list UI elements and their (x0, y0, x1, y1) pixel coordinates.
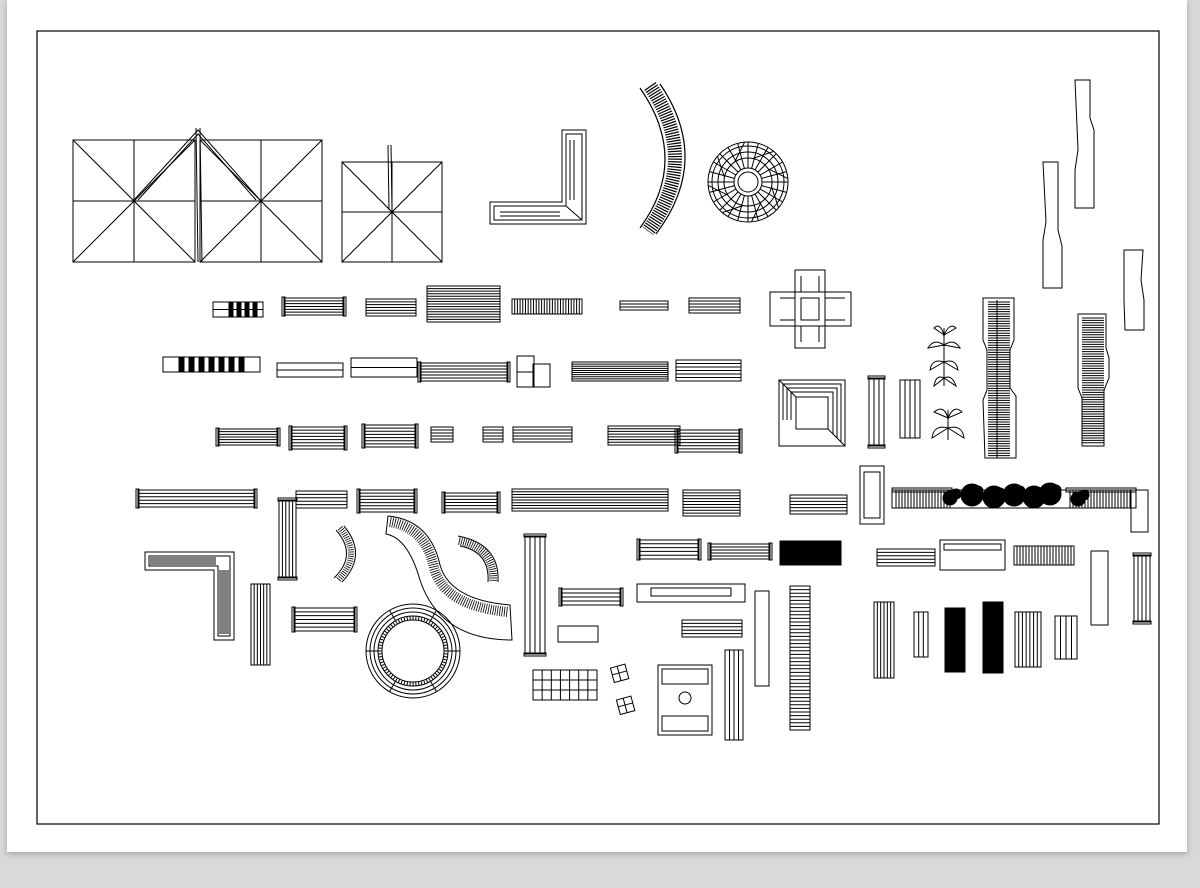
bench-row1-e (511, 298, 583, 315)
bench-row2-d (417, 361, 511, 383)
bench-lower-f (779, 540, 842, 566)
wall-strip-2 (1042, 161, 1063, 289)
bench-row4-h (859, 465, 885, 525)
bench-row2-e (516, 355, 551, 388)
bench-row3-b (288, 425, 348, 451)
bench-lower-v9 (873, 601, 895, 679)
bench-lower-v10 (913, 611, 929, 658)
bench-row2-f (571, 361, 669, 382)
bench-lower-v13 (1014, 611, 1042, 668)
bench-lower-g (636, 583, 746, 603)
bench-row4-e (511, 488, 669, 512)
bench-lower-v11 (944, 607, 966, 673)
bench-row3-c (361, 423, 419, 449)
ring-bench (365, 603, 461, 699)
long-vertical-bench-right (1077, 313, 1110, 447)
umbrella-square (341, 144, 443, 263)
wall-strip-1 (1074, 79, 1095, 209)
bench-row2-b (276, 362, 344, 378)
bench-lower-v4 (754, 590, 770, 687)
bench-row3-h (674, 428, 743, 454)
bench-lower-v8 (1132, 552, 1152, 625)
bench-row3-d (430, 426, 454, 443)
bench-lower-v1 (277, 497, 298, 581)
palm-plant-lower (931, 408, 965, 440)
bench-lower-a (291, 606, 358, 633)
bench-row4-f (682, 489, 741, 517)
bench-row1-f (619, 300, 669, 311)
wall-strip-3 (1123, 249, 1145, 331)
bench-row4-g (789, 494, 848, 515)
bench-lower-b (558, 587, 624, 607)
bench-lower-v6 (724, 649, 744, 741)
bench-row3-f (512, 426, 573, 443)
bench-row1-a (212, 301, 264, 318)
bench-row1-g (688, 297, 741, 314)
bench-lower-j (939, 539, 1006, 571)
bench-lower-v5 (789, 585, 811, 731)
bench-lower-i (876, 548, 936, 567)
umbrella-middle (199, 139, 323, 263)
cross-planter-bench (769, 269, 852, 349)
drawing-frame (36, 30, 1160, 825)
bench-row2-c (350, 357, 418, 378)
curved-bench-small-left (333, 525, 356, 583)
bench-row4-a (135, 488, 258, 509)
bench-row3-a (215, 427, 281, 447)
curved-bench-small-right (457, 535, 499, 583)
umbrella-left (72, 139, 196, 263)
bench-lower-h (681, 619, 743, 638)
bench-lower-c (557, 625, 599, 643)
grid-table-small-1 (609, 663, 630, 684)
grid-table-small-2 (615, 695, 636, 716)
bench-row4-c (356, 488, 418, 514)
bench-lower-v12 (982, 601, 1004, 674)
bench-row1-b (281, 296, 347, 317)
bench-row2-g (675, 359, 742, 382)
kiosk (657, 664, 713, 736)
grid-table-large (532, 669, 598, 701)
s-curve-bench (385, 515, 513, 641)
bench-blocks (135, 285, 1152, 741)
bench-row1-c (365, 298, 417, 317)
bench-lower-v2 (250, 583, 271, 666)
bench-vertical-b (899, 379, 921, 439)
bench-row2-a (162, 356, 261, 373)
long-vertical-bench-left (982, 297, 1017, 459)
bench-row3-g (607, 425, 681, 446)
round-tree-bench (707, 141, 789, 223)
bench-lower-v7 (1090, 550, 1109, 626)
palm-plant-upper (926, 325, 962, 388)
bench-lower-v3 (523, 533, 547, 657)
bench-lower-v14 (1054, 615, 1078, 660)
bench-row1-d (426, 285, 501, 323)
corner-bench-lower (144, 551, 235, 641)
bench-lower-d (636, 538, 702, 561)
hedge-planter-bench (891, 482, 1149, 533)
bench-lower-e (707, 542, 773, 561)
drawing-sheet (7, 0, 1187, 852)
cad-drawing-canvas (36, 30, 1160, 825)
square-planter-bench (778, 379, 846, 447)
corner-bench-top (489, 129, 587, 225)
curved-bench-arc (639, 82, 686, 236)
bench-row4-b (295, 490, 348, 509)
bench-lower-k (1013, 545, 1075, 566)
bench-row3-e (482, 426, 504, 443)
bench-row4-d (441, 491, 501, 514)
bench-vertical-a (867, 375, 886, 449)
umbrella-folded-pole (133, 127, 261, 263)
